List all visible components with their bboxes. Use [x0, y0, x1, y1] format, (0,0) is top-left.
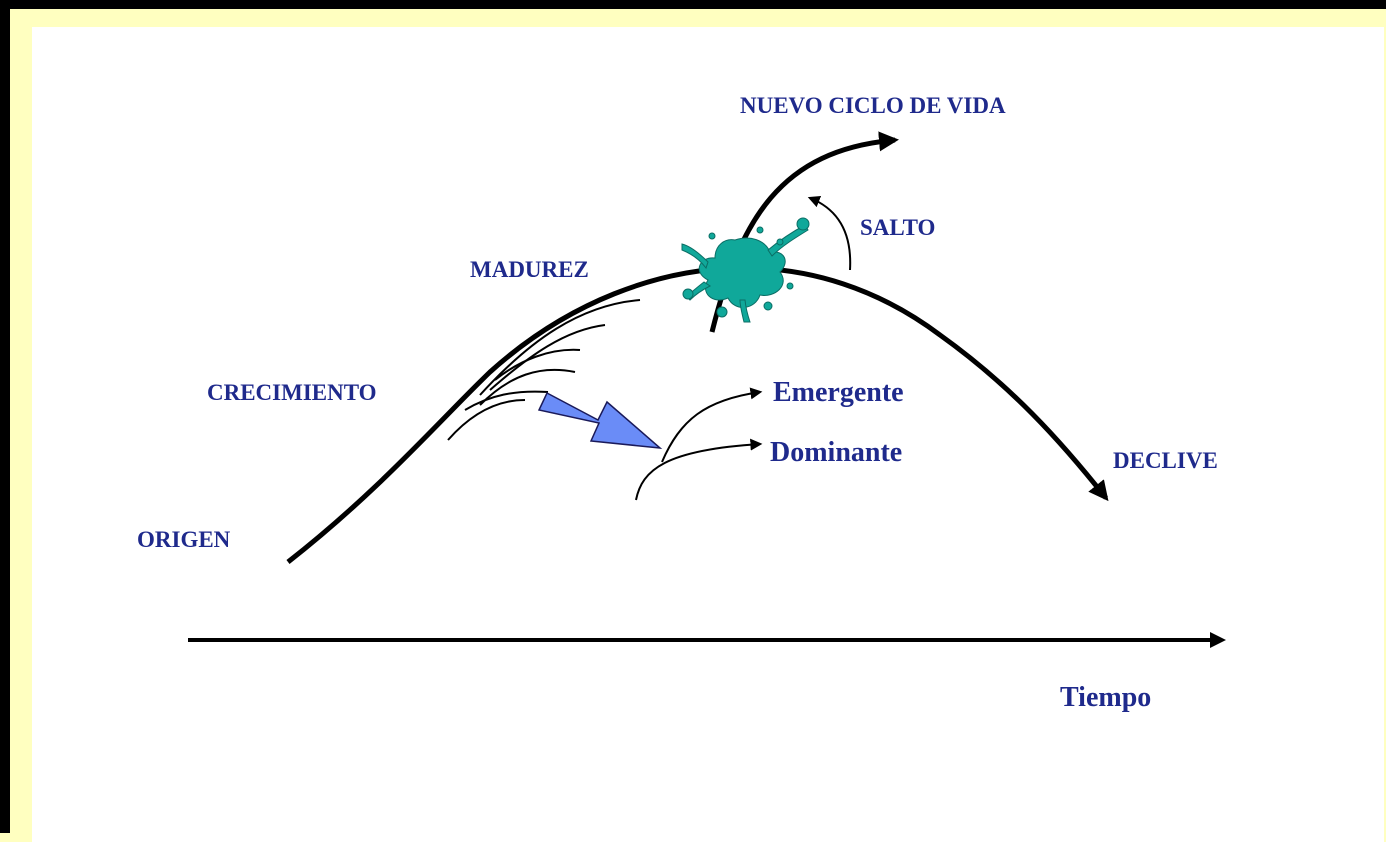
slide-canvas: [32, 27, 1384, 842]
block-arrow-icon: [537, 391, 663, 449]
label-dominante: Dominante: [770, 437, 902, 468]
label-origen: ORIGEN: [137, 527, 231, 552]
label-emergente: Emergente: [773, 377, 904, 408]
salto-arrow: [807, 196, 852, 271]
label-salto: SALTO: [860, 215, 935, 240]
label-crecimiento: CRECIMIENTO: [207, 380, 377, 405]
growth-arcs: [447, 299, 641, 441]
emergente-arrow: [661, 387, 763, 463]
time-axis-arrowhead: [1210, 632, 1226, 648]
label-nuevo-ciclo: NUEVO CICLO DE VIDA: [740, 93, 1006, 118]
label-declive: DECLIVE: [1113, 448, 1218, 473]
dominante-arrow: [635, 438, 763, 501]
label-madurez: MADUREZ: [470, 257, 589, 282]
ink-splat-icon: [681, 217, 810, 323]
label-tiempo: Tiempo: [1060, 682, 1151, 713]
